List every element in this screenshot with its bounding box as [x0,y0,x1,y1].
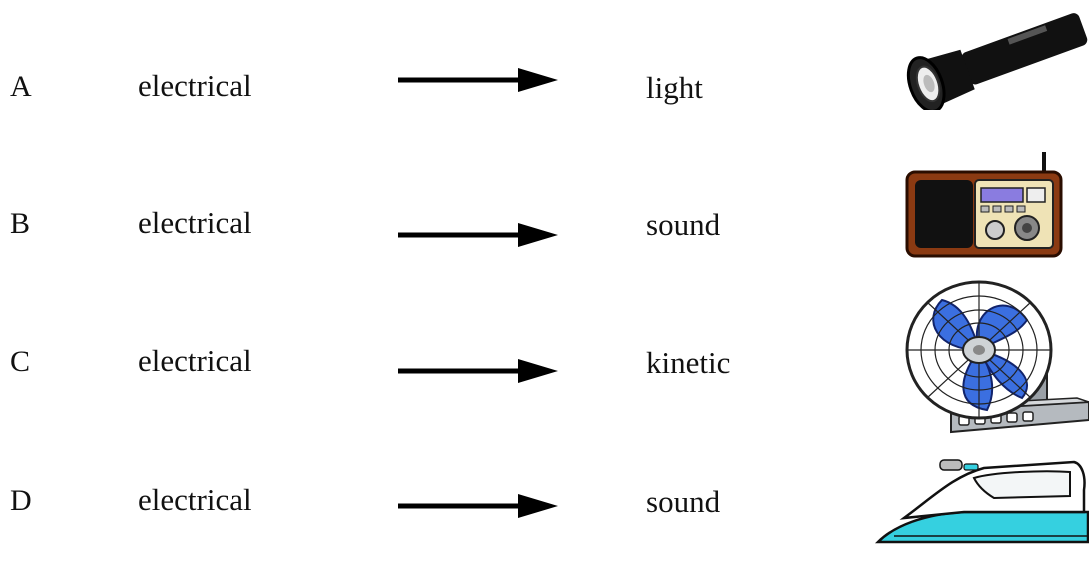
fan-icon [905,280,1089,434]
energy-output: sound [646,484,721,519]
energy-input: electrical [138,205,252,240]
arrow-icon [398,359,558,383]
flashlight-icon [906,13,1088,110]
energy-input: electrical [138,68,252,103]
energy-output: kinetic [646,345,731,380]
option-letter: A [10,70,32,103]
option-letter: D [10,484,32,517]
option-row-d: D electrical sound [0,482,1089,562]
energy-output: light [646,70,703,105]
energy-input: electrical [138,343,252,378]
arrow-icon [398,223,558,247]
option-row-c: C electrical kinetic [0,343,1089,423]
energy-input: electrical [138,482,252,517]
arrow-icon [398,494,558,518]
arrow-icon [398,68,558,92]
option-row-a: A electrical light [0,68,1089,148]
option-letter: C [10,345,31,378]
option-letter: B [10,207,31,240]
radio-icon [905,152,1063,258]
energy-output: sound [646,207,721,242]
option-row-b: B electrical sound [0,205,1089,285]
iron-icon [874,459,1089,544]
